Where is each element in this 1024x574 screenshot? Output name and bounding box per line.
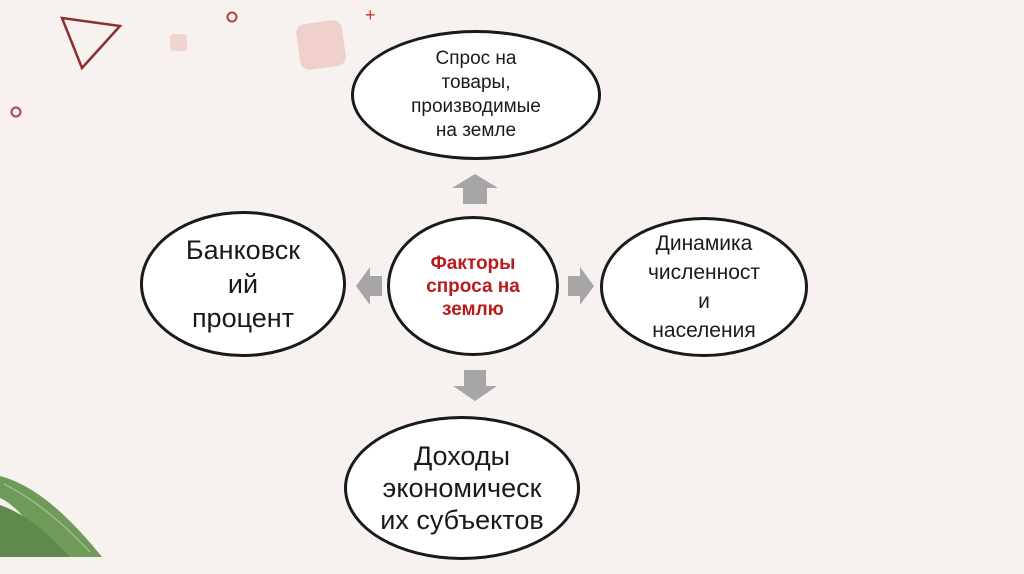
node-economic-income-label: Доходы экономическ их субъектов <box>380 440 543 536</box>
node-bank-interest: Банковск ий процент <box>140 211 346 357</box>
plus-decoration: + <box>365 6 376 24</box>
node-demand-for-goods: Спрос на товары, производимые на земле <box>351 30 601 160</box>
rounded-square-decoration <box>295 19 347 71</box>
arrow-right-icon <box>567 266 595 306</box>
small-square-decoration <box>170 34 187 51</box>
node-population-dynamics-label: Динамика численност и населения <box>648 229 760 345</box>
node-demand-for-goods-label: Спрос на товары, производимые на земле <box>411 47 541 143</box>
node-population-dynamics: Динамика численност и населения <box>600 217 808 357</box>
node-land-demand-factors: Факторы спроса на землю <box>387 216 559 356</box>
arrow-up-icon <box>451 173 499 205</box>
node-land-demand-factors-label: Факторы спроса на землю <box>426 252 520 321</box>
node-economic-income: Доходы экономическ их субъектов <box>344 416 580 560</box>
small-circle-decoration <box>228 13 237 22</box>
arrow-left-icon <box>355 266 383 306</box>
triangle-outline-decoration <box>62 18 120 68</box>
arrow-down-icon <box>452 369 498 402</box>
small-circle-decoration-left <box>12 108 21 117</box>
node-bank-interest-label: Банковск ий процент <box>186 233 300 335</box>
